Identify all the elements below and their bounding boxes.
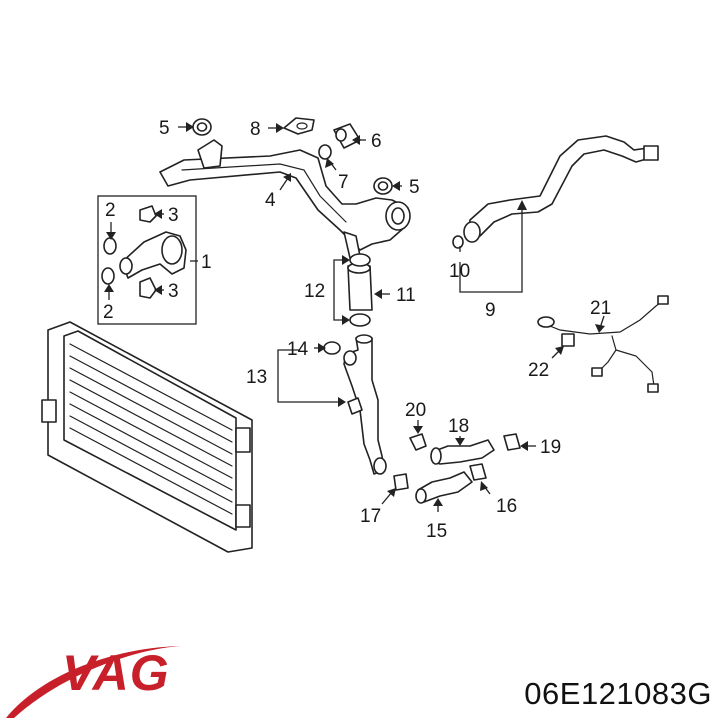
callout-6: 6 [371, 131, 382, 152]
sensor-harness-21 [537, 295, 669, 393]
o-ring-5-right [373, 177, 393, 195]
callout-2-bottom: 2 [103, 302, 114, 323]
leader-lines [104, 122, 605, 512]
clamp-12-top [349, 253, 371, 267]
callout-5-right: 5 [409, 177, 420, 198]
callout-14: 14 [287, 339, 309, 360]
o-ring-7 [318, 144, 332, 160]
callout-19: 19 [540, 437, 561, 458]
hose-15 [415, 471, 473, 504]
callout-9: 9 [485, 300, 496, 321]
callout-15: 15 [426, 521, 447, 542]
callout-21: 21 [590, 298, 611, 319]
callout-4: 4 [265, 190, 276, 211]
clamp-12-bottom [349, 313, 371, 327]
hose-18 [430, 439, 495, 465]
radiator [41, 321, 253, 553]
callout-16: 16 [496, 496, 517, 517]
sleeve-6 [333, 123, 361, 149]
callout-20: 20 [405, 400, 426, 421]
callout-12: 12 [304, 281, 325, 302]
o-ring-14 [323, 341, 341, 355]
part-number: 06E121083G [524, 676, 712, 711]
callout-1: 1 [201, 252, 212, 273]
callout-10: 10 [449, 261, 470, 282]
sleeve-11 [347, 262, 373, 311]
clip-8 [283, 117, 315, 135]
coolant-pipe-4 [159, 139, 411, 259]
callout-11: 11 [396, 285, 416, 306]
pipe-assembly-9 [452, 135, 659, 249]
clamp-19 [503, 433, 521, 451]
callout-2-top: 2 [105, 200, 116, 221]
brand-name: VAG [62, 645, 170, 701]
callout-8: 8 [250, 119, 261, 140]
callout-22: 22 [528, 360, 549, 381]
vag-logo: VAG [6, 645, 180, 718]
callout-3-bottom: 3 [168, 281, 179, 302]
callout-17: 17 [360, 506, 381, 527]
clamp-20 [409, 433, 427, 451]
callout-5-top: 5 [159, 118, 170, 139]
callout-13: 13 [246, 367, 267, 388]
assembly-box-1 [97, 195, 197, 325]
clamp-16 [469, 463, 487, 481]
callout-18: 18 [448, 416, 469, 437]
callout-7: 7 [338, 172, 349, 193]
connector-22 [561, 333, 575, 347]
o-ring-5-top [192, 118, 212, 136]
callout-3-top: 3 [168, 205, 179, 226]
pipe-13 [343, 334, 387, 475]
callout-labels: 1 2 2 3 3 4 5 5 6 7 8 9 10 11 12 13 14 1… [103, 118, 611, 542]
clamp-17 [393, 473, 409, 491]
